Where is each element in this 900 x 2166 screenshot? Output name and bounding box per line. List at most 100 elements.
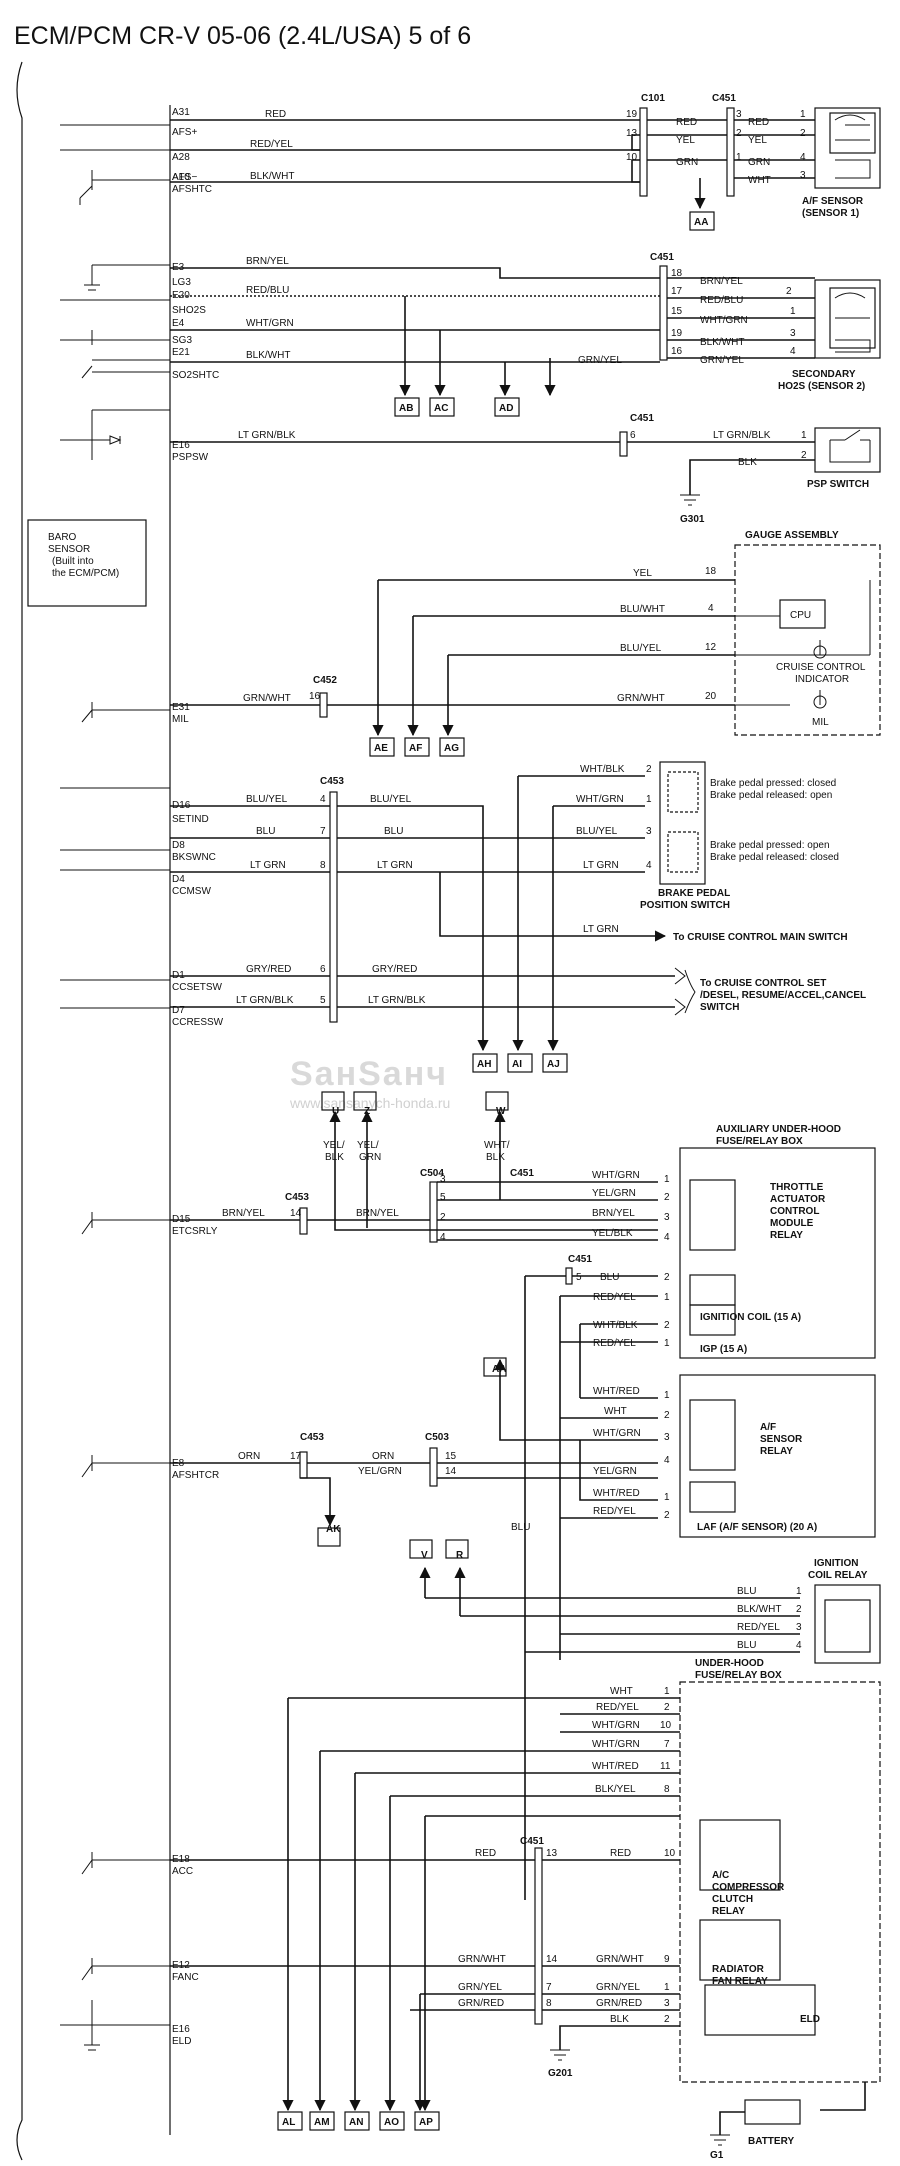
wire-label: BLK/WHT [700,337,744,348]
tag-box [483,1357,507,1377]
tag-box [309,2111,335,2131]
wire-label: WHT [610,1686,633,1697]
svg-text:3: 3 [790,328,796,339]
wire-label: BLK/YEL [595,1784,636,1795]
svg-text:13: 13 [546,1848,558,1859]
wire-label: GRN [748,157,770,168]
ign-coil-relay-label-1: IGNITION [814,1558,858,1569]
svg-text:15: 15 [671,306,683,317]
ecm-outline [16,61,23,2161]
svg-text:2: 2 [646,764,652,775]
ecm-pin-number: E20 [172,290,190,301]
svg-text:19: 19 [626,109,638,120]
ecm-pin-signal: SG3 [172,335,192,346]
wire-label: YEL [748,135,767,146]
wire-label: WHT/BLK [580,764,625,775]
wire-label: BLK/WHT [250,171,294,182]
wire-label: BLU/YEL [246,794,288,805]
ecm-pin-signal: AFSHTC [172,184,212,195]
baro-label-1: BARO [48,532,77,543]
svg-text:6: 6 [320,964,326,975]
wire-label: RED [265,109,286,120]
svg-text:5: 5 [320,995,326,1006]
eld-label: ELD [800,2014,820,2025]
wire-label: GRN/YEL [700,355,744,366]
svg-text:3: 3 [736,109,742,120]
wire-label: GRN/YEL [458,1982,502,1993]
cpu-label: CPU [790,610,811,621]
svg-text:4: 4 [664,1232,670,1243]
svg-text:17: 17 [671,286,683,297]
gauge-assembly-label: GAUGE ASSEMBLY [745,530,839,541]
tag-label: AA [492,1364,506,1375]
svg-text:2: 2 [440,1212,446,1223]
tag-box [507,1053,533,1073]
svg-text:4: 4 [708,603,714,614]
ecm-pin-signal: ETCSRLY [172,1226,218,1237]
svg-text:12: 12 [705,642,717,653]
ecm-pin-number: E16 [172,440,190,451]
svg-text:1: 1 [664,1292,670,1303]
svg-text:3: 3 [664,1432,670,1443]
af-relay-label-1: A/F [760,1422,776,1433]
connector-label: C451 [650,252,674,263]
svg-text:18: 18 [671,268,683,279]
wire-label: RED/YEL [250,139,293,150]
svg-text:7: 7 [546,1982,552,1993]
ecm-pin-signal: ACC [172,1866,193,1877]
wire-label: ORN [372,1451,394,1462]
uh-box-label-1: UNDER-HOOD [695,1658,764,1669]
mil-label: MIL [812,717,829,728]
ecm-pin-signal: LG3 [172,277,191,288]
ecm-pin-number: E16 [172,2024,190,2035]
psp-switch-circuit [170,427,881,506]
wire-label: BLK [738,457,757,468]
connector-label: C452 [313,675,337,686]
svg-text:18: 18 [705,566,717,577]
ecm-pin-signal: PSPSW [172,452,209,463]
svg-text:16: 16 [671,346,683,357]
tag-label: AC [434,403,448,414]
tac-relay-label-3: CONTROL [770,1206,819,1217]
wire-label: BLU/YEL [620,643,662,654]
cruise-set-label-2: /DESEL, RESUME/ACCEL,CANCEL [700,990,866,1001]
brake-note-2: Brake pedal released: open [710,790,832,801]
svg-text:3: 3 [664,1998,670,2009]
svg-text:2: 2 [786,286,792,297]
wire-label: YEL/GRN [358,1466,402,1477]
wire-label: WHT/GRN [592,1170,640,1181]
ecm-pin-signal: CCSETSW [172,982,223,993]
wire-label: BLU [737,1586,756,1597]
connector-label: C451 [712,93,736,104]
svg-text:1: 1 [646,794,652,805]
brake-note-3: Brake pedal pressed: open [710,840,830,851]
svg-text:1: 1 [664,1492,670,1503]
ecm-pin-number: A31 [172,107,190,118]
wire-label: GRN/WHT [617,693,665,704]
wire-label: YEL/ [323,1140,345,1151]
af-sensor-circuit [170,107,881,210]
fan-relay-label-1: RADIATOR [712,1964,765,1975]
af-sensor-label-2: (SENSOR 1) [802,208,859,219]
svg-text:2: 2 [664,1702,670,1713]
wire-label: GRY/RED [246,964,291,975]
wire-label: WHT/GRN [592,1720,640,1731]
wire-label: YEL [633,568,652,579]
svg-text:11: 11 [660,1761,671,1772]
svg-text:14: 14 [546,1954,558,1965]
ac-relay-label-2: COMPRESSOR [712,1882,785,1893]
connector-label: C451 [630,413,654,424]
tag-label: R [456,1550,464,1561]
cruise-main-label: To CRUISE CONTROL MAIN SWITCH [673,932,848,943]
svg-text:8: 8 [320,860,326,871]
connector-label: C451 [568,1254,592,1265]
tag-box [689,211,715,231]
battery-label: BATTERY [748,2136,794,2147]
wire-label: WHT/GRN [576,794,624,805]
ecm-pin-signal: BKSWNC [172,852,216,863]
tag-box [277,2111,303,2131]
svg-text:7: 7 [664,1739,670,1750]
tag-box [369,737,395,757]
